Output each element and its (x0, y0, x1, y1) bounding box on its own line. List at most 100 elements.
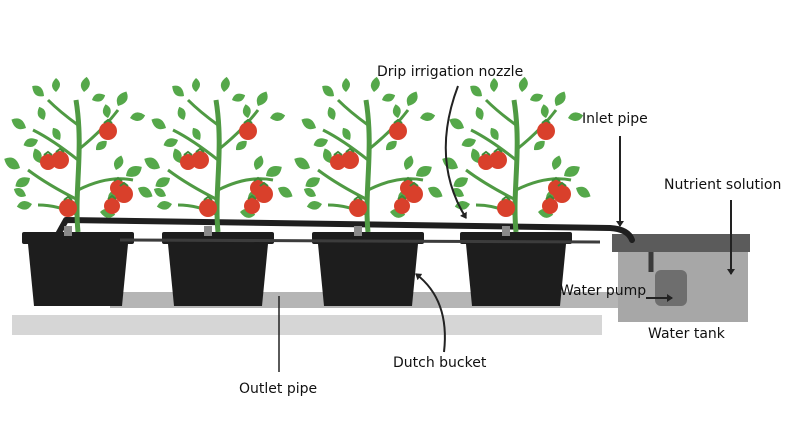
branch (317, 168, 369, 202)
leaf (16, 201, 32, 210)
leaf (305, 177, 320, 188)
leaf (153, 187, 166, 198)
tomato (244, 198, 260, 214)
branch (465, 168, 517, 202)
outlet-pipe (119, 238, 601, 244)
tomato-calyx (403, 176, 413, 182)
leaf (266, 166, 282, 177)
tomato (330, 154, 346, 170)
leaf (475, 106, 484, 120)
leaf (172, 85, 184, 97)
leaf (92, 93, 106, 102)
water-tank (612, 234, 750, 322)
leaf (116, 91, 128, 106)
tomato-calyx (103, 118, 113, 124)
dutch-bucket (312, 226, 424, 306)
tomato-calyx (333, 150, 343, 156)
leaf (392, 104, 401, 118)
tomato-plant (4, 76, 153, 233)
tomato-calyx (353, 195, 363, 201)
stem (213, 99, 222, 233)
tomato-calyx (393, 118, 403, 124)
tomato-calyx (119, 181, 129, 187)
leaf (382, 93, 396, 102)
leaf (306, 201, 322, 210)
leaf (406, 91, 418, 106)
leaf (449, 118, 464, 130)
leaf (32, 85, 44, 97)
stem (511, 99, 520, 233)
leaf (126, 166, 142, 177)
tomato (239, 122, 257, 140)
leaf (564, 166, 580, 177)
leaf (490, 78, 498, 92)
label-drip-irrigation-nozzle: Drip irrigation nozzle (377, 64, 524, 80)
branch (367, 177, 424, 192)
leaf (177, 106, 186, 120)
leaf (301, 118, 316, 130)
dutch-buckets (22, 226, 572, 306)
leaf (461, 138, 476, 147)
leaf (303, 187, 316, 198)
tomato-calyx (113, 176, 123, 182)
branch (172, 128, 219, 162)
tomato (497, 199, 515, 217)
leaf (253, 155, 264, 170)
tomato (99, 122, 117, 140)
leaf (232, 93, 246, 102)
tomato (199, 199, 217, 217)
water-pump (655, 270, 687, 306)
branch (515, 177, 572, 192)
leaf (52, 78, 60, 92)
leaf (95, 140, 107, 151)
branch (77, 177, 134, 192)
tomato (394, 198, 410, 214)
leaf (294, 157, 310, 170)
branch (336, 98, 369, 127)
leaf (130, 112, 146, 121)
tomato-calyx (481, 150, 491, 156)
tomato-calyx (397, 194, 407, 200)
leaf (533, 140, 545, 151)
tomato-calyx (195, 147, 205, 153)
branch (322, 128, 369, 162)
tomato-calyx (409, 181, 419, 187)
leaf (403, 155, 414, 170)
leaf (322, 85, 334, 97)
leaf (242, 104, 251, 118)
leaf (342, 78, 350, 92)
leaf (530, 93, 544, 102)
label-dutch-bucket: Dutch bucket (393, 355, 487, 371)
leaf (102, 104, 111, 118)
label-inlet-pipe: Inlet pipe (582, 111, 648, 127)
leaf (80, 76, 90, 92)
leaf (278, 186, 293, 198)
leaf (192, 78, 200, 92)
water-tank-lid (612, 234, 750, 252)
dutch-bucket (162, 226, 274, 306)
branch (484, 98, 517, 127)
tomato-calyx (345, 147, 355, 153)
leaf (323, 148, 332, 163)
leaf (327, 106, 336, 120)
tomato-calyx (551, 176, 561, 182)
tomato (542, 198, 558, 214)
leaf (138, 186, 153, 198)
dutch-bucket (460, 226, 572, 306)
label-nutrient-solution: Nutrient solution (664, 177, 782, 193)
stem (73, 99, 82, 233)
tomato (349, 199, 367, 217)
leaf (23, 138, 38, 147)
leaf (540, 104, 549, 118)
leaf (15, 177, 30, 188)
branch (217, 177, 274, 192)
branch (32, 128, 79, 162)
tomato (59, 199, 77, 217)
leaf (235, 140, 247, 151)
tomato-calyx (541, 118, 551, 124)
leaf (4, 157, 20, 170)
dutch-bucket-pointer (415, 273, 446, 353)
branch (27, 168, 79, 202)
leaf (428, 186, 443, 198)
tomato (104, 198, 120, 214)
